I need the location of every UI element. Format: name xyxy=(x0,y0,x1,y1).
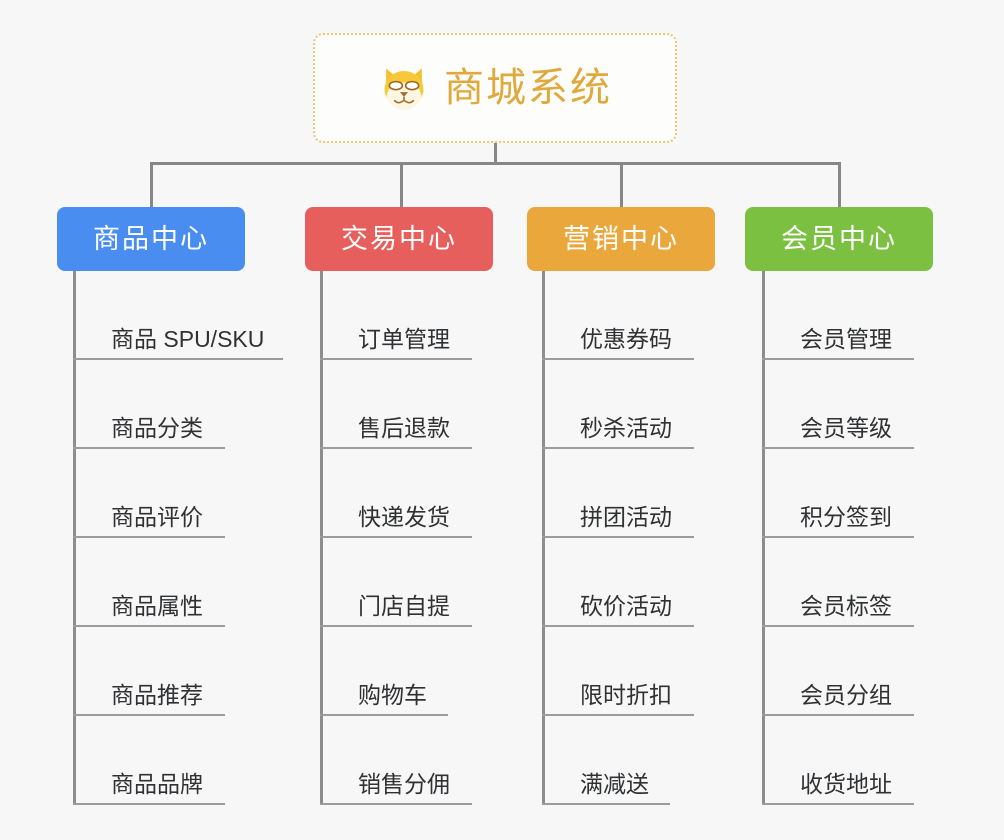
leaf-label: 秒杀活动 xyxy=(580,415,672,441)
leaf-label: 商品属性 xyxy=(111,593,203,619)
leaf-label: 优惠券码 xyxy=(580,326,672,352)
leaf-item[interactable]: 拼团活动 xyxy=(542,449,694,538)
leaf-item[interactable]: 购物车 xyxy=(320,627,448,716)
leaf-item[interactable]: 会员等级 xyxy=(762,360,914,449)
leaf-underline xyxy=(320,447,472,449)
leaf-underline xyxy=(762,447,914,449)
leaf-underline xyxy=(762,714,914,716)
leaf-underline xyxy=(320,358,472,360)
drop-connector-2 xyxy=(400,162,403,207)
leaf-label: 快递发货 xyxy=(358,504,450,530)
category-box-4[interactable]: 会员中心 xyxy=(745,207,933,271)
leaf-underline xyxy=(73,803,225,805)
leaf-underline xyxy=(73,536,225,538)
drop-connector-4 xyxy=(838,162,841,207)
leaf-trunk-4 xyxy=(762,271,765,805)
leaf-label: 砍价活动 xyxy=(580,593,672,619)
leaf-item[interactable]: 收货地址 xyxy=(762,716,914,805)
leaf-label: 限时折扣 xyxy=(580,682,672,708)
leaf-underline xyxy=(542,536,694,538)
leaf-underline xyxy=(320,536,472,538)
leaf-item[interactable]: 限时折扣 xyxy=(542,627,694,716)
leaf-item[interactable]: 商品评价 xyxy=(73,449,225,538)
leaf-underline xyxy=(762,536,914,538)
leaf-label: 商品 SPU/SKU xyxy=(111,326,265,352)
leaf-label: 销售分佣 xyxy=(358,771,450,797)
leaf-label: 会员管理 xyxy=(800,326,892,352)
leaf-item[interactable]: 积分签到 xyxy=(762,449,914,538)
leaf-label: 会员标签 xyxy=(800,593,892,619)
shiba-dog-face-icon xyxy=(384,68,424,110)
category-label-3: 营销中心 xyxy=(563,223,679,254)
leaf-item[interactable]: 会员分组 xyxy=(762,627,914,716)
leaf-underline xyxy=(762,803,914,805)
leaf-item[interactable]: 优惠券码 xyxy=(542,271,694,360)
leaf-underline xyxy=(542,625,694,627)
leaf-item[interactable]: 会员管理 xyxy=(762,271,914,360)
leaf-underline xyxy=(320,625,472,627)
leaf-underline xyxy=(320,714,448,716)
leaf-label: 会员分组 xyxy=(800,682,892,708)
leaf-underline xyxy=(762,358,914,360)
leaf-label: 收货地址 xyxy=(800,771,892,797)
leaf-label: 售后退款 xyxy=(358,415,450,441)
leaf-label: 商品推荐 xyxy=(111,682,203,708)
category-label-4: 会员中心 xyxy=(781,223,897,254)
leaf-label: 会员等级 xyxy=(800,415,892,441)
leaf-trunk-3 xyxy=(542,271,545,805)
leaf-label: 订单管理 xyxy=(358,326,450,352)
leaf-label: 商品评价 xyxy=(111,504,203,530)
leaf-item[interactable]: 快递发货 xyxy=(320,449,472,538)
leaf-underline xyxy=(542,358,694,360)
leaf-underline xyxy=(542,803,670,805)
leaf-item[interactable]: 满减送 xyxy=(542,716,670,805)
drop-connector-1 xyxy=(150,162,153,207)
leaf-item[interactable]: 砍价活动 xyxy=(542,538,694,627)
root-node-shop-system[interactable]: 商城系统 xyxy=(313,33,677,143)
leaf-label: 商品品牌 xyxy=(111,771,203,797)
category-label-2: 交易中心 xyxy=(341,223,457,254)
leaf-underline xyxy=(542,714,694,716)
leaf-label: 门店自提 xyxy=(358,593,450,619)
category-label-1: 商品中心 xyxy=(93,223,209,254)
leaf-underline xyxy=(762,625,914,627)
leaf-trunk-1 xyxy=(73,271,76,805)
category-box-2[interactable]: 交易中心 xyxy=(305,207,493,271)
leaf-underline xyxy=(73,625,225,627)
leaf-label: 购物车 xyxy=(358,682,427,708)
leaf-item[interactable]: 秒杀活动 xyxy=(542,360,694,449)
leaf-item[interactable]: 商品品牌 xyxy=(73,716,225,805)
category-box-1[interactable]: 商品中心 xyxy=(57,207,245,271)
leaf-item[interactable]: 商品 SPU/SKU xyxy=(73,271,283,360)
leaf-label: 商品分类 xyxy=(111,415,203,441)
leaf-item[interactable]: 会员标签 xyxy=(762,538,914,627)
drop-connector-3 xyxy=(620,162,623,207)
leaf-item[interactable]: 门店自提 xyxy=(320,538,472,627)
root-title: 商城系统 xyxy=(444,66,612,110)
root-stem-connector xyxy=(494,143,497,165)
leaf-item[interactable]: 商品属性 xyxy=(73,538,225,627)
leaf-underline xyxy=(73,358,283,360)
leaf-item[interactable]: 商品分类 xyxy=(73,360,225,449)
category-box-3[interactable]: 营销中心 xyxy=(527,207,715,271)
leaf-label: 满减送 xyxy=(580,771,649,797)
leaf-item[interactable]: 销售分佣 xyxy=(320,716,472,805)
leaf-underline xyxy=(73,447,225,449)
horizontal-bus-connector xyxy=(150,162,840,165)
leaf-trunk-2 xyxy=(320,271,323,805)
leaf-item[interactable]: 订单管理 xyxy=(320,271,472,360)
leaf-label: 拼团活动 xyxy=(580,504,672,530)
leaf-item[interactable]: 售后退款 xyxy=(320,360,472,449)
leaf-item[interactable]: 商品推荐 xyxy=(73,627,225,716)
leaf-underline xyxy=(320,803,472,805)
leaf-label: 积分签到 xyxy=(800,504,892,530)
leaf-underline xyxy=(542,447,694,449)
leaf-underline xyxy=(73,714,225,716)
